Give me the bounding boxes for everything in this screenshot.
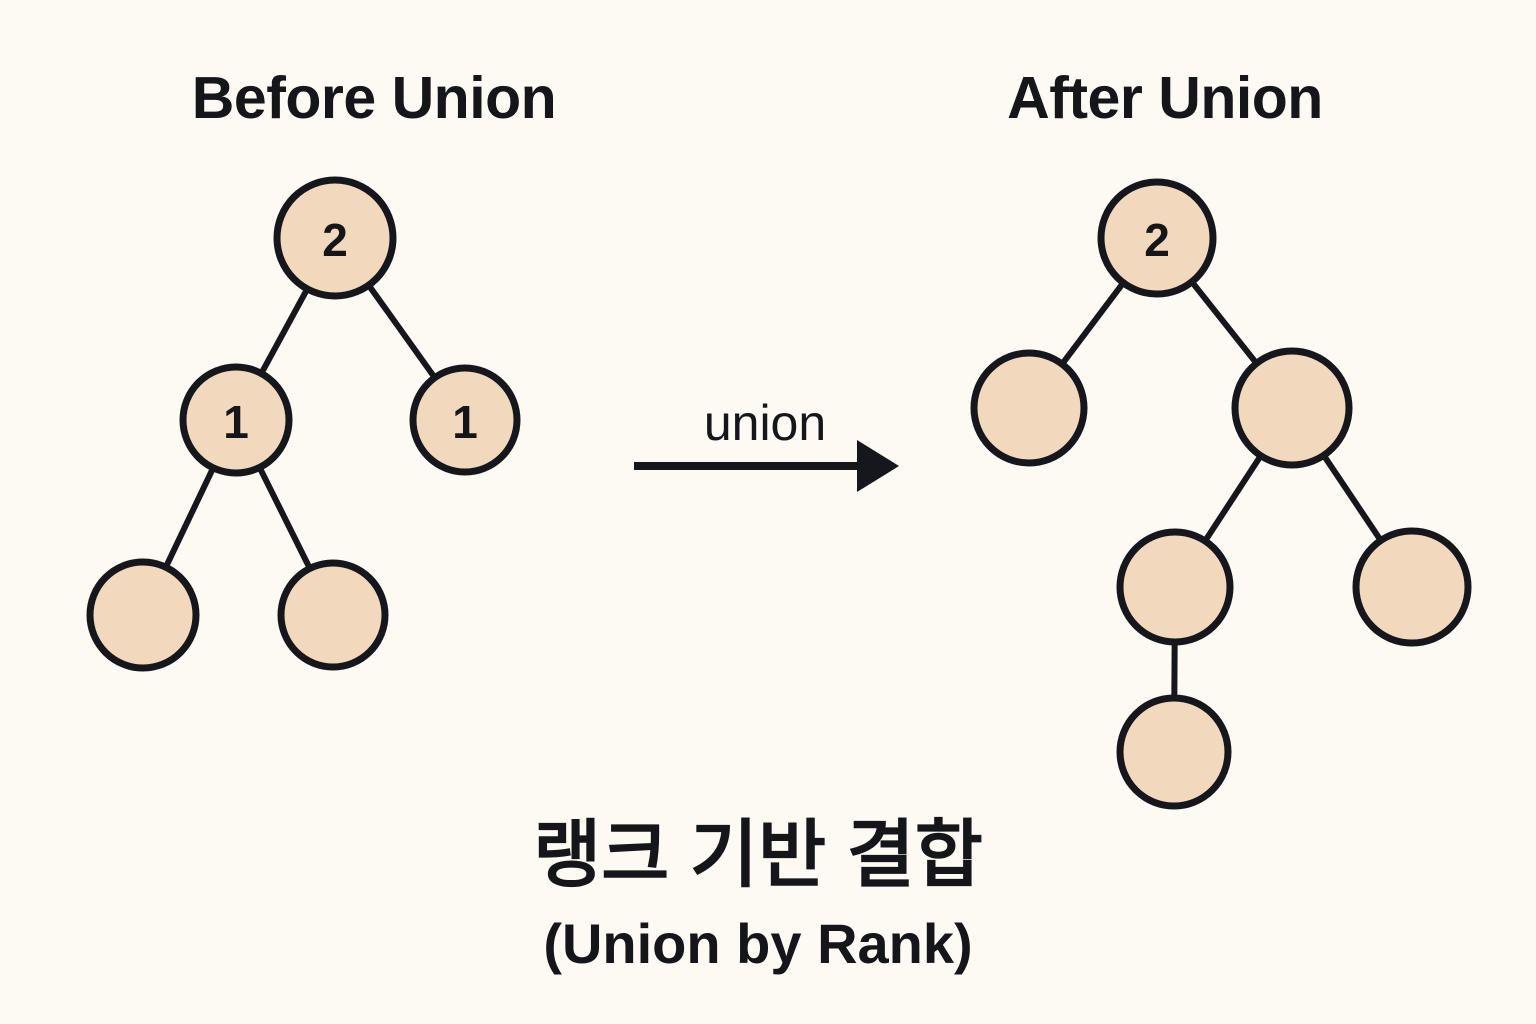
tree-node — [86, 558, 200, 672]
node-rank-label: 2 — [1144, 214, 1170, 266]
after-tree-nodes: 2 — [970, 178, 1472, 810]
caption-korean: 랭크 기반 결합 — [533, 813, 983, 896]
after-tree-edges — [1058, 278, 1385, 701]
panel-title-after: After Union — [1007, 65, 1323, 131]
tree-edge — [365, 281, 439, 382]
tree-node: 1 — [179, 363, 293, 477]
node-circle — [86, 558, 200, 672]
tree-edge — [1058, 279, 1127, 368]
tree-node: 1 — [409, 364, 521, 476]
tree-edge — [1188, 278, 1261, 367]
tree-node — [277, 559, 389, 671]
node-circle — [1352, 527, 1472, 647]
node-rank-label: 2 — [322, 214, 348, 266]
operation-label: union — [704, 395, 826, 451]
node-circle — [277, 559, 389, 671]
node-circle — [1097, 178, 1217, 298]
node-rank-label: 1 — [223, 396, 249, 448]
tree-node — [1116, 528, 1234, 646]
tree-edge — [256, 464, 314, 572]
tree-node: 2 — [273, 176, 397, 300]
node-circle — [273, 176, 397, 300]
tree-edge — [1320, 452, 1385, 544]
tree-node — [1352, 527, 1472, 647]
node-circle — [409, 364, 521, 476]
before-tree-edges — [162, 281, 439, 572]
panel-title-before: Before Union — [192, 65, 556, 131]
tree-node — [1231, 347, 1353, 469]
tree-node — [970, 349, 1088, 467]
before-tree-nodes: 2 1 1 — [86, 176, 521, 672]
tree-node: 2 — [1097, 178, 1217, 298]
right-arrow-icon — [634, 440, 899, 492]
arrow-head — [857, 440, 899, 492]
tree-edge — [257, 285, 311, 377]
tree-node — [1116, 694, 1232, 810]
tree-edge — [162, 464, 217, 571]
node-circle — [1116, 694, 1232, 810]
node-circle — [1116, 528, 1234, 646]
tree-edge — [1201, 452, 1265, 545]
node-circle — [179, 363, 293, 477]
node-circle — [1231, 347, 1353, 469]
caption-english: (Union by Rank) — [543, 912, 972, 975]
node-rank-label: 1 — [452, 396, 478, 448]
node-circle — [970, 349, 1088, 467]
